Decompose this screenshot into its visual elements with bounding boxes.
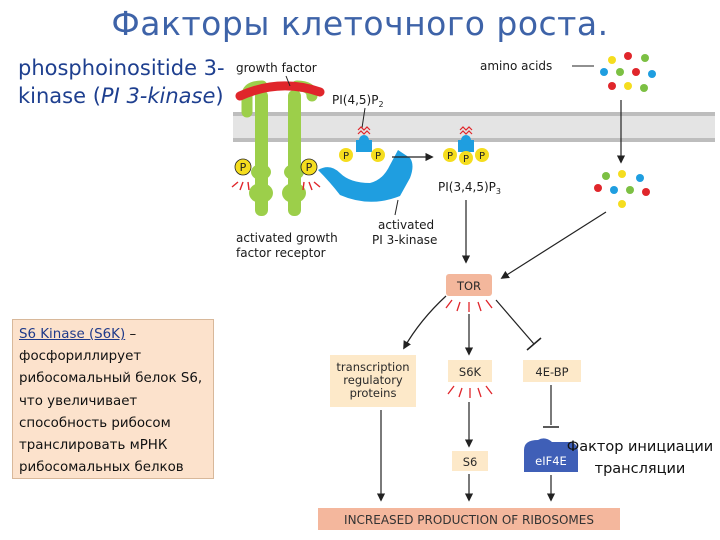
tor-to-trp-arrow xyxy=(403,295,447,350)
pip3-phosphate-2: P xyxy=(459,151,473,165)
receptor-label-2: factor receptor xyxy=(236,246,326,260)
eif-note: Фактор инициации трансляции xyxy=(560,436,720,480)
activation-spark-tor xyxy=(445,299,493,312)
receptor-phosphate-left: P xyxy=(234,158,252,176)
activation-spark-receptor xyxy=(231,181,321,191)
receptor-label-1: activated growth xyxy=(236,231,338,245)
activation-spark-s6k xyxy=(447,385,493,398)
pip3-label: PI(3,4,5)P3 xyxy=(438,180,501,196)
s6k-label: S6K xyxy=(459,365,482,379)
trp-label-2: regulatory xyxy=(343,373,403,387)
slide-title: Факторы клеточного роста. xyxy=(111,4,609,43)
pi3k-heading-text: phosphoinositide 3-kinase ( xyxy=(18,56,225,108)
pip2-phosphate-2: P xyxy=(371,148,385,162)
tor-inhibits-4ebp-bar xyxy=(526,337,542,351)
pip3-phosphate-1: P xyxy=(443,148,457,162)
pi3k-label-2: PI 3-kinase xyxy=(372,233,437,247)
pi3k-heading: phosphoinositide 3-kinase (PI 3-kinase) xyxy=(18,54,233,110)
s6k-box xyxy=(448,360,492,382)
svg-text:P: P xyxy=(306,161,313,174)
amino-acid-to-tor-arrow xyxy=(500,211,607,279)
cell-membrane xyxy=(233,112,715,142)
svg-text:P: P xyxy=(343,151,349,162)
growth-factor-receptor xyxy=(241,80,318,216)
growth-factor-ligand xyxy=(235,81,325,101)
svg-text:P: P xyxy=(447,151,453,162)
transcription-regulatory-proteins-box xyxy=(330,355,416,407)
eif4e-label: eIF4E xyxy=(535,454,567,468)
svg-text:P: P xyxy=(240,161,247,174)
pip2-phosphate-1: P xyxy=(339,148,353,162)
pip2-pointer xyxy=(361,107,366,129)
result-label: INCREASED PRODUCTION OF RIBOSOMES xyxy=(344,513,594,527)
s6k-note-box: S6 Kinase (S6K) – фосфориллирует рибосом… xyxy=(12,319,214,479)
trp-label-1: transcription xyxy=(336,360,409,374)
amino-acid-dots-inside xyxy=(594,170,650,208)
4ebp-label: 4E-BP xyxy=(535,365,568,379)
s6k-note-term: S6 Kinase (S6K) xyxy=(19,327,126,342)
s6-box xyxy=(452,451,488,471)
receptor-phosphate-right: P xyxy=(300,158,318,176)
pi3k-heading-italic: PI 3-kinase xyxy=(100,84,216,108)
svg-text:P: P xyxy=(463,154,469,165)
pi3k-label-1: activated xyxy=(378,218,434,232)
amino-acids-label: amino acids xyxy=(480,59,552,73)
growth-factor-label: growth factor xyxy=(236,61,317,75)
pip3-phosphate-3: P xyxy=(475,148,489,162)
svg-text:P: P xyxy=(479,151,485,162)
tor-inhibits-4ebp-line xyxy=(495,299,535,345)
svg-text:P: P xyxy=(375,151,381,162)
pip2-molecule xyxy=(356,126,372,152)
pi3k-pointer xyxy=(394,199,399,216)
pip2-label: PI(4,5)P2 xyxy=(332,93,384,109)
4ebp-box xyxy=(523,360,581,382)
growth-factor-pointer xyxy=(285,75,291,87)
s6-label: S6 xyxy=(463,455,478,469)
tor-label: TOR xyxy=(456,279,481,293)
membrane-outer-edge xyxy=(233,112,715,116)
eif-note-line-1: Фактор инициации xyxy=(566,439,714,455)
pip3-molecule xyxy=(458,126,474,152)
tor-box xyxy=(446,274,492,296)
s6k-note-text: – фосфориллирует рибосомальный белок S6,… xyxy=(19,327,203,476)
pi3k-heading-close: ) xyxy=(215,84,224,108)
eif4e-shape xyxy=(524,438,578,472)
result-box xyxy=(318,508,620,530)
eif-note-line-2: трансляции xyxy=(594,461,686,477)
trp-label-3: proteins xyxy=(350,386,397,400)
amino-acid-dots-outside xyxy=(600,52,656,92)
pi3-kinase-shape xyxy=(318,150,413,202)
